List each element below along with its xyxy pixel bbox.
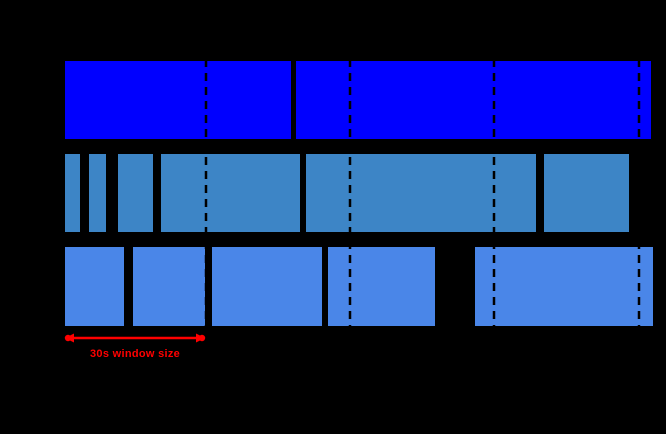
track-3-segment-bar [212,247,322,326]
track-3-segment-bar [475,247,653,326]
track-3-segment-bar [328,247,435,326]
arrowhead-left-dot-icon [64,334,72,342]
track-2-segment-bar [544,154,629,232]
track-2-segment-bar [65,154,80,232]
track-1-segment-bar [65,61,291,139]
track-2-segment-bar [118,154,153,232]
window-size-label: 30s window size [90,348,181,360]
track-2-segment-bar [89,154,106,232]
track-3-segment-bar [133,247,205,326]
track-2-segment-bar [306,154,536,232]
track-1-segment-bar [296,61,651,139]
track-2-segment-bar [161,154,300,232]
track-3-segment-bar [65,247,124,326]
arrowhead-right-dot-icon [198,334,206,342]
